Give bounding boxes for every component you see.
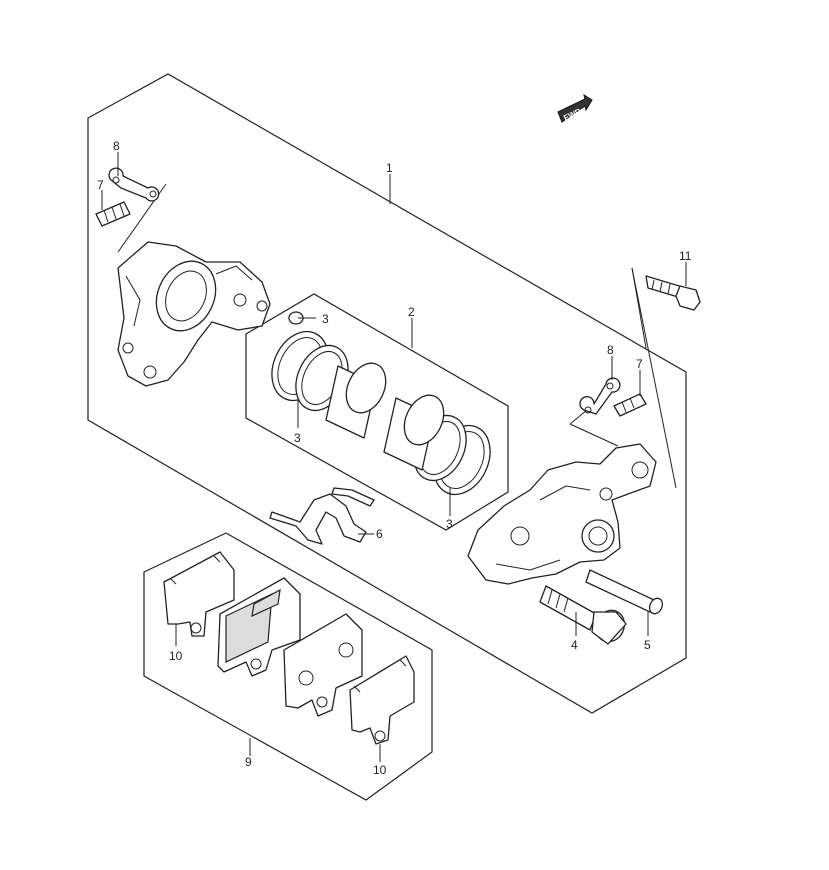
- pad-pin: [585, 569, 664, 615]
- label-part-6: 6: [376, 527, 383, 541]
- label-part-10-left: 10: [169, 649, 183, 663]
- piston-set-frame: [245, 293, 509, 531]
- fwd-arrow-badge: FWD: [557, 93, 593, 123]
- left-caliper-body: [117, 241, 271, 387]
- part-labels: 1 2 3 3 3 4 5 6 7 7 8 8 9 10 10 11: [97, 139, 692, 777]
- caliper-assembly-frame: [87, 73, 687, 714]
- pad-shim-left: [163, 551, 235, 637]
- brake-pad-left-friction: [225, 588, 281, 663]
- pistons: [325, 362, 445, 471]
- label-part-11: 11: [679, 249, 692, 263]
- label-part-3-top: 3: [322, 312, 329, 326]
- label-part-10-right: 10: [373, 763, 387, 777]
- label-part-7-left: 7: [97, 178, 104, 192]
- banjo-bolt: [645, 275, 701, 311]
- caliper-bolt: [539, 585, 627, 645]
- label-part-9: 9: [245, 755, 252, 769]
- pad-set-frame: [143, 532, 433, 801]
- label-part-1: 1: [386, 161, 393, 175]
- pad-shim-right: [349, 655, 415, 745]
- right-bleeder-assembly: [569, 267, 677, 489]
- label-part-2: 2: [408, 305, 415, 319]
- pad-spring: [269, 487, 375, 545]
- piston-seals: [271, 330, 491, 496]
- label-part-7-right: 7: [636, 357, 643, 371]
- left-bleeder-assembly: [95, 167, 167, 253]
- label-part-5: 5: [644, 638, 651, 652]
- label-part-8-right: 8: [607, 343, 614, 357]
- label-part-8-left: 8: [113, 139, 120, 153]
- brake-pad-right: [283, 613, 363, 717]
- label-part-3-right: 3: [446, 517, 453, 531]
- label-part-3-left: 3: [294, 431, 301, 445]
- right-caliper-body: [467, 443, 657, 585]
- label-part-4: 4: [571, 638, 578, 652]
- leader-lines: [101, 152, 687, 762]
